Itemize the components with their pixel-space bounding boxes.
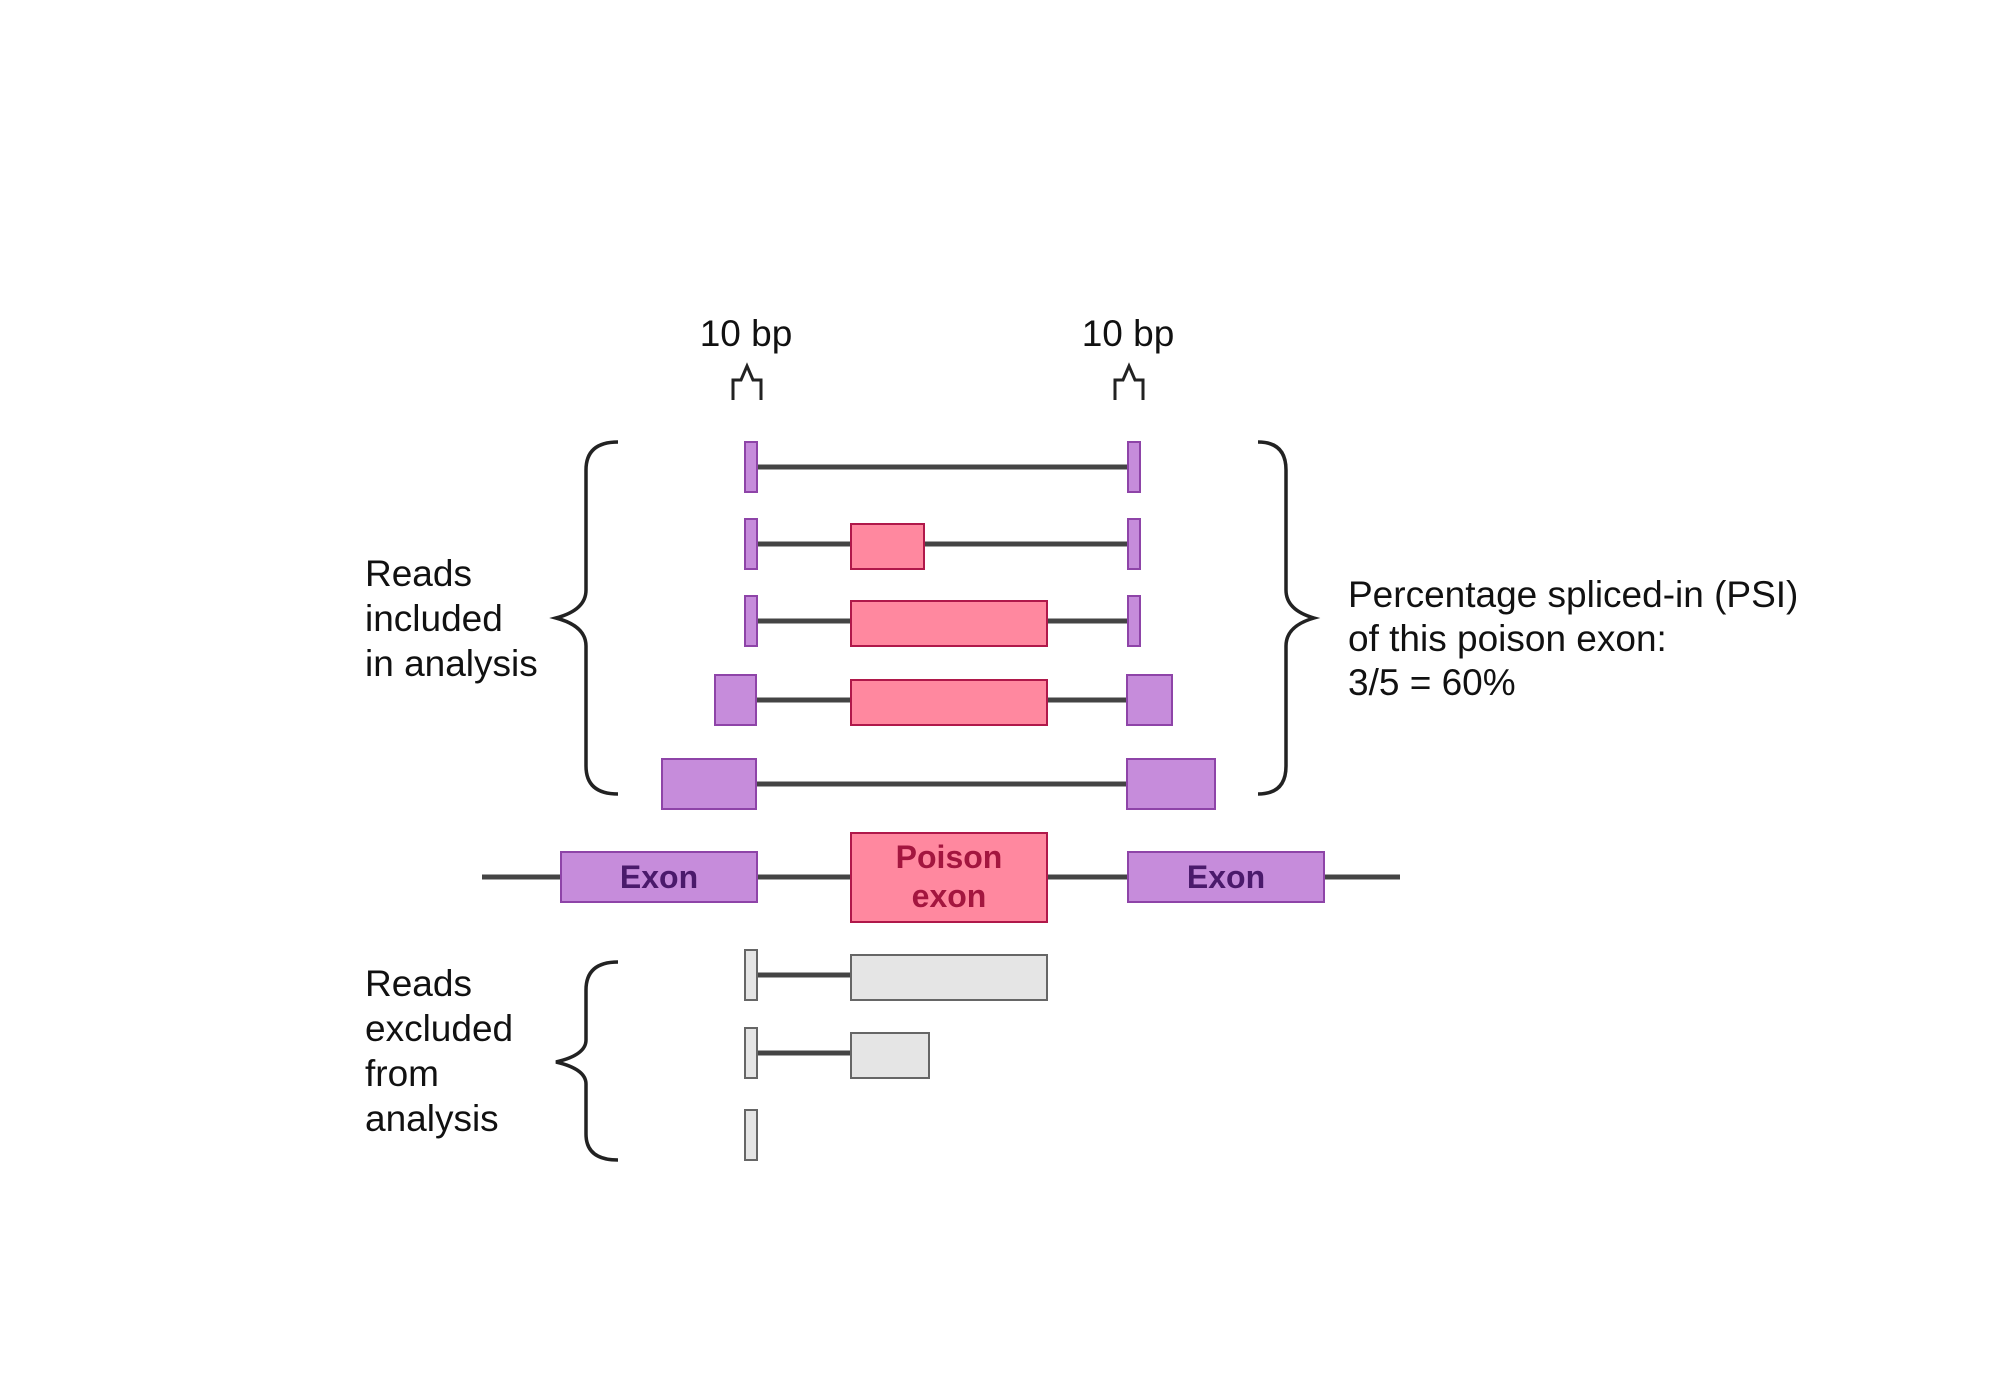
poison-exon bbox=[850, 832, 1048, 923]
included-read-1 bbox=[744, 441, 1141, 493]
exon-left-label: Exon bbox=[620, 859, 698, 895]
read-block bbox=[661, 758, 757, 810]
read-block bbox=[1127, 595, 1141, 647]
read-poison-block bbox=[850, 679, 1048, 726]
read-block bbox=[850, 954, 1048, 1001]
excluded-brace bbox=[555, 960, 619, 1162]
top-markers: 10 bp 10 bp bbox=[700, 313, 1175, 400]
read-poison-block bbox=[850, 523, 925, 570]
read-poison-block bbox=[850, 600, 1048, 647]
marker-label-left: 10 bp bbox=[700, 313, 793, 354]
poison-exon-label-line1: Poison bbox=[896, 839, 1003, 875]
read-block bbox=[744, 595, 758, 647]
excluded-label: Reads excluded from analysis bbox=[365, 963, 523, 1139]
included-read-3 bbox=[744, 595, 1141, 647]
included-label: Reads included in analysis bbox=[365, 553, 538, 684]
psi-label: Percentage spliced-in (PSI) of this pois… bbox=[1348, 574, 1809, 703]
read-block bbox=[714, 674, 757, 726]
poison-exon-label-line2: exon bbox=[912, 878, 987, 914]
read-block bbox=[1126, 674, 1173, 726]
read-block bbox=[1127, 441, 1141, 493]
marker-label-right: 10 bp bbox=[1082, 313, 1175, 354]
gene-model: Exon Poison exon Exon bbox=[482, 832, 1400, 923]
included-brace bbox=[549, 440, 619, 796]
excluded-read-3 bbox=[744, 1109, 758, 1161]
included-read-5 bbox=[661, 758, 1216, 810]
marker-bracket-right bbox=[1113, 362, 1145, 400]
psi-brace bbox=[1257, 440, 1321, 796]
marker-bracket-left bbox=[731, 362, 763, 400]
excluded-read-1 bbox=[744, 949, 1048, 1001]
read-block bbox=[744, 518, 758, 570]
included-read-4 bbox=[714, 674, 1173, 726]
read-block bbox=[1127, 518, 1141, 570]
included-read-2 bbox=[744, 518, 1141, 570]
exon-right bbox=[1127, 851, 1325, 903]
excluded-read-2 bbox=[744, 1027, 930, 1079]
read-block bbox=[744, 1027, 758, 1079]
excluded-reads bbox=[744, 949, 1048, 1161]
exon-right-label: Exon bbox=[1187, 859, 1265, 895]
read-block bbox=[744, 441, 758, 493]
read-block bbox=[744, 949, 758, 1001]
included-reads bbox=[661, 441, 1216, 810]
read-block bbox=[1126, 758, 1216, 810]
read-block bbox=[744, 1109, 758, 1161]
exon-left bbox=[560, 851, 758, 903]
read-block bbox=[850, 1032, 930, 1079]
